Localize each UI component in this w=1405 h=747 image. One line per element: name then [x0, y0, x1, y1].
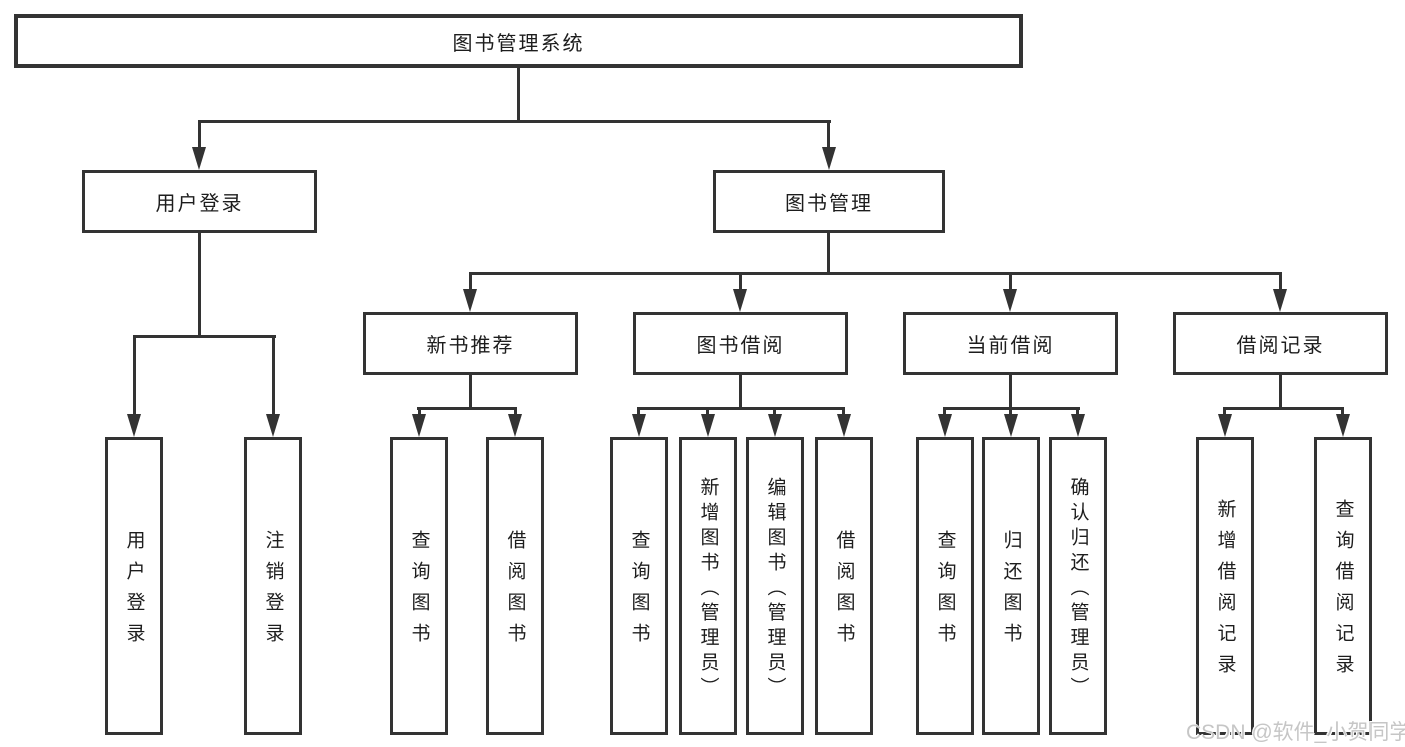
- connector-line-v: [1009, 272, 1012, 292]
- arrowhead-down: [1071, 414, 1085, 437]
- node-new-book-recommend: 新书推荐: [363, 312, 578, 375]
- connector-line-v: [418, 407, 421, 419]
- connector-line-v: [133, 335, 136, 418]
- arrowhead-down: [822, 147, 836, 170]
- connector-line-v: [198, 120, 201, 150]
- leaf-borrow-borrow-book: 借阅图书: [815, 437, 873, 735]
- connector-line-v: [739, 373, 742, 409]
- arrowhead-down: [1336, 414, 1350, 437]
- leaf-records-add-record: 新增借阅记录: [1196, 437, 1254, 735]
- node-current-borrow: 当前借阅: [903, 312, 1118, 375]
- connector-line-v: [827, 231, 830, 274]
- leaf-label: 查询图书: [408, 530, 430, 654]
- leaf-label: 查询图书: [934, 530, 956, 654]
- leaf-label: 查询图书: [628, 530, 650, 654]
- leaf-records-query-record: 查询借阅记录: [1314, 437, 1372, 735]
- arrowhead-down: [837, 414, 851, 437]
- connector-line-v: [517, 66, 520, 122]
- leaf-label: 用户登录: [123, 530, 145, 654]
- leaf-borrow-add-book-admin: 新增图书（管理员）: [679, 437, 737, 735]
- node-book-management: 图书管理: [713, 170, 945, 233]
- arrowhead-down: [1218, 414, 1232, 437]
- leaf-borrow-query-book: 查询图书: [610, 437, 668, 735]
- node-library-system-root: 图书管理系统: [14, 14, 1023, 68]
- connector-line-v: [1009, 407, 1012, 419]
- arrowhead-down: [701, 414, 715, 437]
- arrowhead-down: [508, 414, 522, 437]
- arrowhead-down: [1273, 289, 1287, 312]
- connector-line-v: [739, 272, 742, 292]
- connector-line-v: [272, 335, 275, 418]
- connector-line-v: [842, 407, 845, 419]
- leaf-label: 借阅图书: [504, 530, 526, 654]
- leaf-label: 新增图书（管理员）: [697, 476, 719, 702]
- arrowhead-down: [938, 414, 952, 437]
- connector-line-v: [773, 407, 776, 419]
- arrowhead-down: [1004, 414, 1018, 437]
- leaf-label: 查询借阅记录: [1332, 499, 1354, 685]
- connector-line-v: [1341, 407, 1344, 419]
- arrowhead-down: [412, 414, 426, 437]
- connector-line-v: [1223, 407, 1226, 419]
- connector-line-v: [1279, 373, 1282, 409]
- arrowhead-down: [127, 414, 141, 437]
- connector-line-v: [943, 407, 946, 419]
- leaf-current-query-book: 查询图书: [916, 437, 974, 735]
- arrowhead-down: [768, 414, 782, 437]
- connector-line-v: [514, 407, 517, 419]
- node-user-login: 用户登录: [82, 170, 317, 233]
- node-book-borrow: 图书借阅: [633, 312, 848, 375]
- connector-line-v: [1076, 407, 1079, 419]
- leaf-recommend-query-book: 查询图书: [390, 437, 448, 735]
- connector-line-h: [637, 407, 845, 410]
- leaf-logout-login: 注销登录: [244, 437, 302, 735]
- arrowhead-down: [1003, 289, 1017, 312]
- leaf-borrow-edit-book-admin: 编辑图书（管理员）: [746, 437, 804, 735]
- leaf-label: 注销登录: [262, 530, 284, 654]
- connector-line-h: [417, 407, 517, 410]
- connector-line-v: [1279, 272, 1282, 292]
- leaf-label: 新增借阅记录: [1214, 499, 1236, 685]
- leaf-current-confirm-return-admin: 确认归还（管理员）: [1049, 437, 1107, 735]
- connector-line-h: [198, 120, 831, 123]
- arrowhead-down: [463, 289, 477, 312]
- leaf-label: 编辑图书（管理员）: [764, 476, 786, 702]
- connector-line-v: [827, 120, 830, 150]
- connector-line-v: [198, 231, 201, 337]
- connector-line-v: [469, 373, 472, 409]
- leaf-recommend-borrow-book: 借阅图书: [486, 437, 544, 735]
- leaf-current-return-book: 归还图书: [982, 437, 1040, 735]
- node-borrow-records: 借阅记录: [1173, 312, 1388, 375]
- connector-line-v: [637, 407, 640, 419]
- leaf-user-login: 用户登录: [105, 437, 163, 735]
- leaf-label: 归还图书: [1000, 530, 1022, 654]
- arrowhead-down: [632, 414, 646, 437]
- leaf-label: 借阅图书: [833, 530, 855, 654]
- connector-line-h: [133, 335, 276, 338]
- csdn-watermark: CSDN @软件_小贺同学: [1186, 721, 1405, 744]
- leaf-label: 确认归还（管理员）: [1067, 476, 1089, 702]
- connector-line-v: [706, 407, 709, 419]
- arrowhead-down: [266, 414, 280, 437]
- arrowhead-down: [192, 147, 206, 170]
- connector-line-h: [1223, 407, 1344, 410]
- connector-line-v: [469, 272, 472, 292]
- connector-line-h: [469, 272, 1282, 275]
- connector-line-v: [1009, 373, 1012, 409]
- arrowhead-down: [733, 289, 747, 312]
